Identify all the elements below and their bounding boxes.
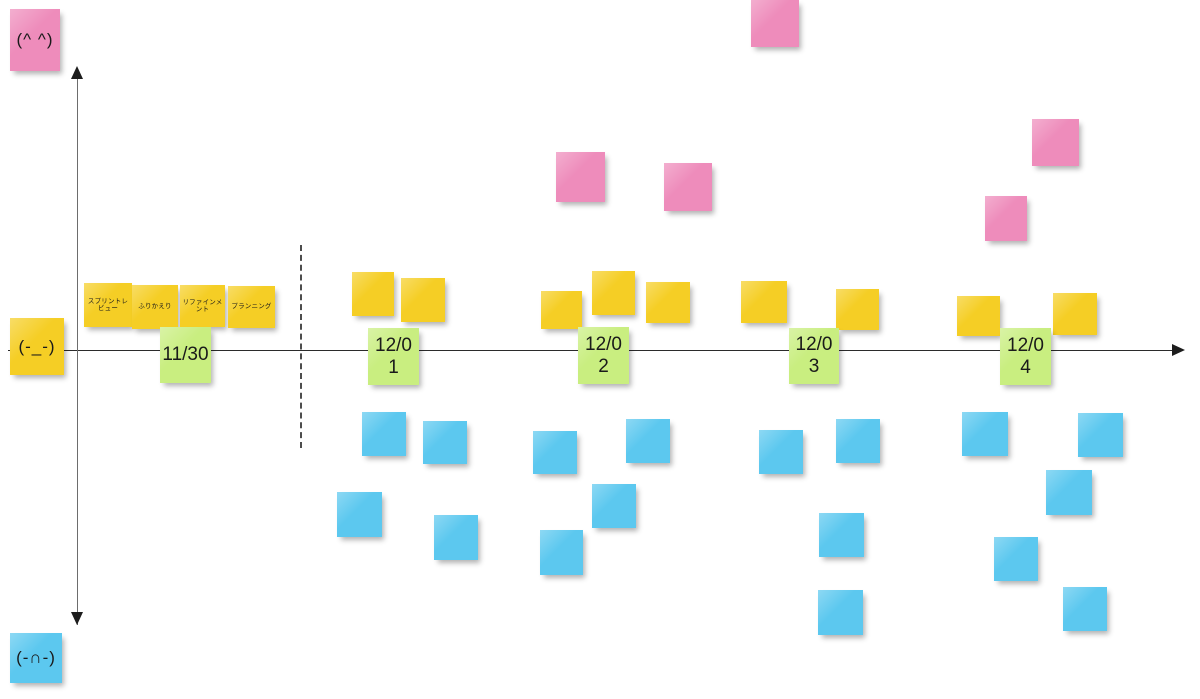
mood-happy[interactable]: (^ ^) [10,9,60,71]
date-11-30[interactable]: 11/30 [160,327,211,383]
date-12-03-label: 12/03 [795,334,833,377]
positive-note-1[interactable] [751,0,799,47]
negative-note-16[interactable] [818,590,863,635]
negative-note-2[interactable] [423,421,467,464]
negative-note-17[interactable] [1063,587,1107,631]
negative-note-12[interactable] [540,530,583,575]
mood-neutral[interactable]: (-_-) [10,318,64,375]
mood-sad[interactable]: (-∩-) [10,633,62,683]
date-11-30-label: 11/30 [162,344,209,366]
date-12-02[interactable]: 12/02 [578,327,629,384]
mood-sad-label: (-∩-) [16,648,56,668]
mood-vertical-axis [77,78,78,625]
negative-note-10[interactable] [337,492,382,537]
negative-note-3[interactable] [533,431,577,474]
mood-happy-label: (^ ^) [16,30,54,50]
negative-note-1[interactable] [362,412,406,456]
negative-note-6[interactable] [836,419,880,463]
neutral-note-2[interactable] [401,278,445,322]
negative-note-14[interactable] [819,513,864,557]
date-12-02-label: 12/02 [585,333,622,377]
ceremony-sprint-review[interactable]: スプリントレビュー [84,283,132,327]
neutral-note-5[interactable] [646,282,690,323]
negative-note-13[interactable] [592,484,636,528]
ceremony-planning[interactable]: プランニング [228,286,275,328]
negative-note-4[interactable] [626,419,670,463]
positive-note-2[interactable] [1032,119,1079,166]
date-12-01-label: 12/01 [375,334,412,378]
date-12-01[interactable]: 12/01 [368,328,419,385]
ceremony-refinement[interactable]: リファインメント [180,285,225,327]
ceremony-refinement-label: リファインメント [182,298,223,313]
ceremony-retrospective-label: ふりかえり [138,303,172,311]
neutral-note-4[interactable] [592,271,635,315]
mood-axis-arrow-down [71,612,83,625]
negative-note-15[interactable] [994,537,1038,581]
date-12-04[interactable]: 12/04 [1000,328,1051,385]
date-12-03[interactable]: 12/03 [789,328,839,384]
negative-note-11[interactable] [434,515,478,560]
mood-neutral-label: (-_-) [18,336,56,356]
negative-note-9[interactable] [1046,470,1092,515]
neutral-note-6[interactable] [741,281,787,323]
negative-note-7[interactable] [962,412,1008,456]
neutral-note-7[interactable] [836,289,879,330]
neutral-note-8[interactable] [957,296,1000,336]
date-12-04-label: 12/04 [1007,334,1044,378]
ceremony-sprint-review-label: スプリントレビュー [87,297,129,312]
negative-note-8[interactable] [1078,413,1123,457]
sprint-boundary-divider [300,245,302,448]
mood-axis-arrow-up [71,66,83,79]
neutral-note-3[interactable] [541,291,582,329]
timeline-axis-arrow-right [1172,344,1185,356]
ceremony-planning-label: プランニング [231,303,272,311]
neutral-note-9[interactable] [1053,293,1097,335]
negative-note-5[interactable] [759,430,803,474]
neutral-note-1[interactable] [352,272,394,316]
positive-note-4[interactable] [664,163,712,211]
positive-note-3[interactable] [556,152,605,202]
ceremony-retrospective[interactable]: ふりかえり [132,285,178,329]
positive-note-5[interactable] [985,196,1027,241]
